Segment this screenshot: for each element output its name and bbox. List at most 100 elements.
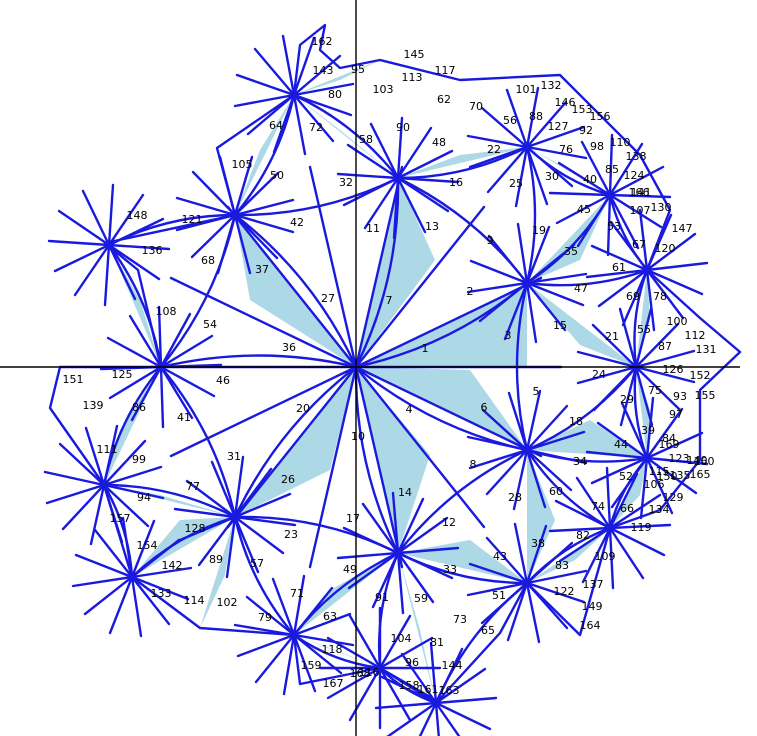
tile-edge — [169, 365, 358, 458]
tile-edge — [210, 460, 237, 519]
tile-edge — [396, 176, 427, 234]
tile-edge — [102, 465, 163, 487]
tile-edge — [225, 515, 237, 579]
tile-edge — [233, 492, 292, 519]
tile-edge — [590, 244, 649, 272]
tile-number-label: 100 — [667, 315, 688, 328]
tile-number-label: 17 — [346, 512, 360, 525]
tile-number-label: 107 — [630, 204, 651, 217]
tile-number-label: 36 — [282, 341, 296, 354]
tile-number-label: 71 — [290, 587, 304, 600]
tile-edge — [396, 149, 454, 180]
shaded-cell — [200, 517, 235, 628]
tile-edge — [596, 421, 649, 460]
tile-number-label: 145 — [404, 48, 425, 61]
tile-edge — [400, 652, 438, 705]
tile-number-label: 166 — [629, 186, 650, 199]
tile-edge — [486, 145, 529, 194]
tile-number-label: 76 — [559, 143, 573, 156]
shaded-cell — [527, 283, 636, 367]
tile-edge — [226, 365, 358, 529]
tile-number-label: 34 — [573, 455, 587, 468]
tile-number-label: 1 — [422, 342, 429, 355]
tile-edge — [102, 439, 147, 487]
shaded-cell — [109, 245, 161, 367]
tile-edge — [548, 191, 612, 197]
tile-arc — [292, 551, 400, 637]
tile-number-label: 52 — [619, 470, 633, 483]
tile-edge — [608, 472, 639, 530]
shaded-cell — [294, 95, 398, 178]
tile-edge — [597, 268, 649, 308]
tile-edge — [378, 666, 412, 722]
tile-number-label: 141 — [631, 186, 652, 199]
tile-edge — [608, 193, 672, 199]
tile-arc — [102, 365, 163, 487]
tile-number-label: 11 — [366, 222, 380, 235]
tile-number-label: 124 — [624, 169, 645, 182]
tile-number-label: 2 — [467, 285, 474, 298]
tile-number-label: 64 — [269, 119, 283, 132]
tiling-boundary — [48, 23, 742, 705]
tile-number-label: 54 — [203, 318, 217, 331]
tile-edge — [233, 198, 295, 217]
tile-number-label: 67 — [632, 238, 646, 251]
tile-number-label: 115 — [649, 465, 670, 478]
tile-edge — [103, 243, 111, 307]
tile-edge — [634, 365, 696, 384]
tile-arc — [292, 93, 400, 180]
tile-number-label: 53 — [607, 220, 621, 233]
tile-edge — [480, 106, 529, 149]
tile-number-label: 74 — [591, 500, 605, 513]
tile-number-label: 118 — [322, 643, 343, 656]
tile-edge — [245, 595, 296, 637]
tile-arc — [377, 551, 400, 670]
tile-edge — [608, 133, 614, 197]
tile-arc — [233, 93, 296, 217]
tile-edge — [580, 140, 612, 197]
tile-number-label: 46 — [216, 374, 230, 387]
tile-number-label: 110 — [610, 136, 631, 149]
tile-number-label: 112 — [685, 329, 706, 342]
tile-number-label: 51 — [492, 589, 506, 602]
shaded-cell — [104, 367, 161, 485]
tile-edge — [233, 213, 279, 260]
tile-edge — [130, 575, 143, 638]
tile-arc — [396, 176, 529, 285]
tile-edge — [254, 633, 296, 684]
tile-arc — [525, 145, 612, 197]
tile-edge — [645, 431, 704, 460]
tile-number-label: 161 — [418, 683, 439, 696]
tile-number-label: 136 — [142, 244, 163, 257]
tile-edge — [93, 528, 134, 579]
tile-number-label: 5 — [533, 385, 540, 398]
tile-edge — [107, 183, 115, 247]
tile-edge — [108, 575, 134, 635]
tile-edge — [130, 575, 190, 601]
tile-edge — [591, 323, 638, 369]
tile-number-label: 168 — [350, 667, 371, 680]
tile-number-label: 142 — [162, 559, 183, 572]
tile-number-label: 73 — [453, 613, 467, 626]
tile-edge — [645, 268, 656, 332]
tile-edge — [233, 515, 260, 574]
tile-number-label: 58 — [359, 133, 373, 146]
tile-number-label: 156 — [590, 110, 611, 123]
tile-number-label: 29 — [620, 393, 634, 406]
tile-edge — [548, 526, 612, 533]
tile-number-label: 39 — [641, 424, 655, 437]
tile-number-label: 101 — [516, 83, 537, 96]
tile-edge — [608, 526, 615, 590]
tile-number-label: 96 — [405, 656, 419, 669]
tile-edge — [503, 281, 529, 341]
tile-number-label: 65 — [481, 624, 495, 637]
tile-number-label: 139 — [83, 399, 104, 412]
tile-edge — [645, 456, 674, 515]
tile-arc — [525, 268, 649, 287]
tile-edge — [130, 519, 156, 579]
tile-number-label: 19 — [532, 224, 546, 237]
tile-edge — [253, 47, 296, 97]
tile-edge — [197, 515, 237, 567]
tile-edge — [634, 307, 653, 369]
tile-number-label: 153 — [572, 103, 593, 116]
